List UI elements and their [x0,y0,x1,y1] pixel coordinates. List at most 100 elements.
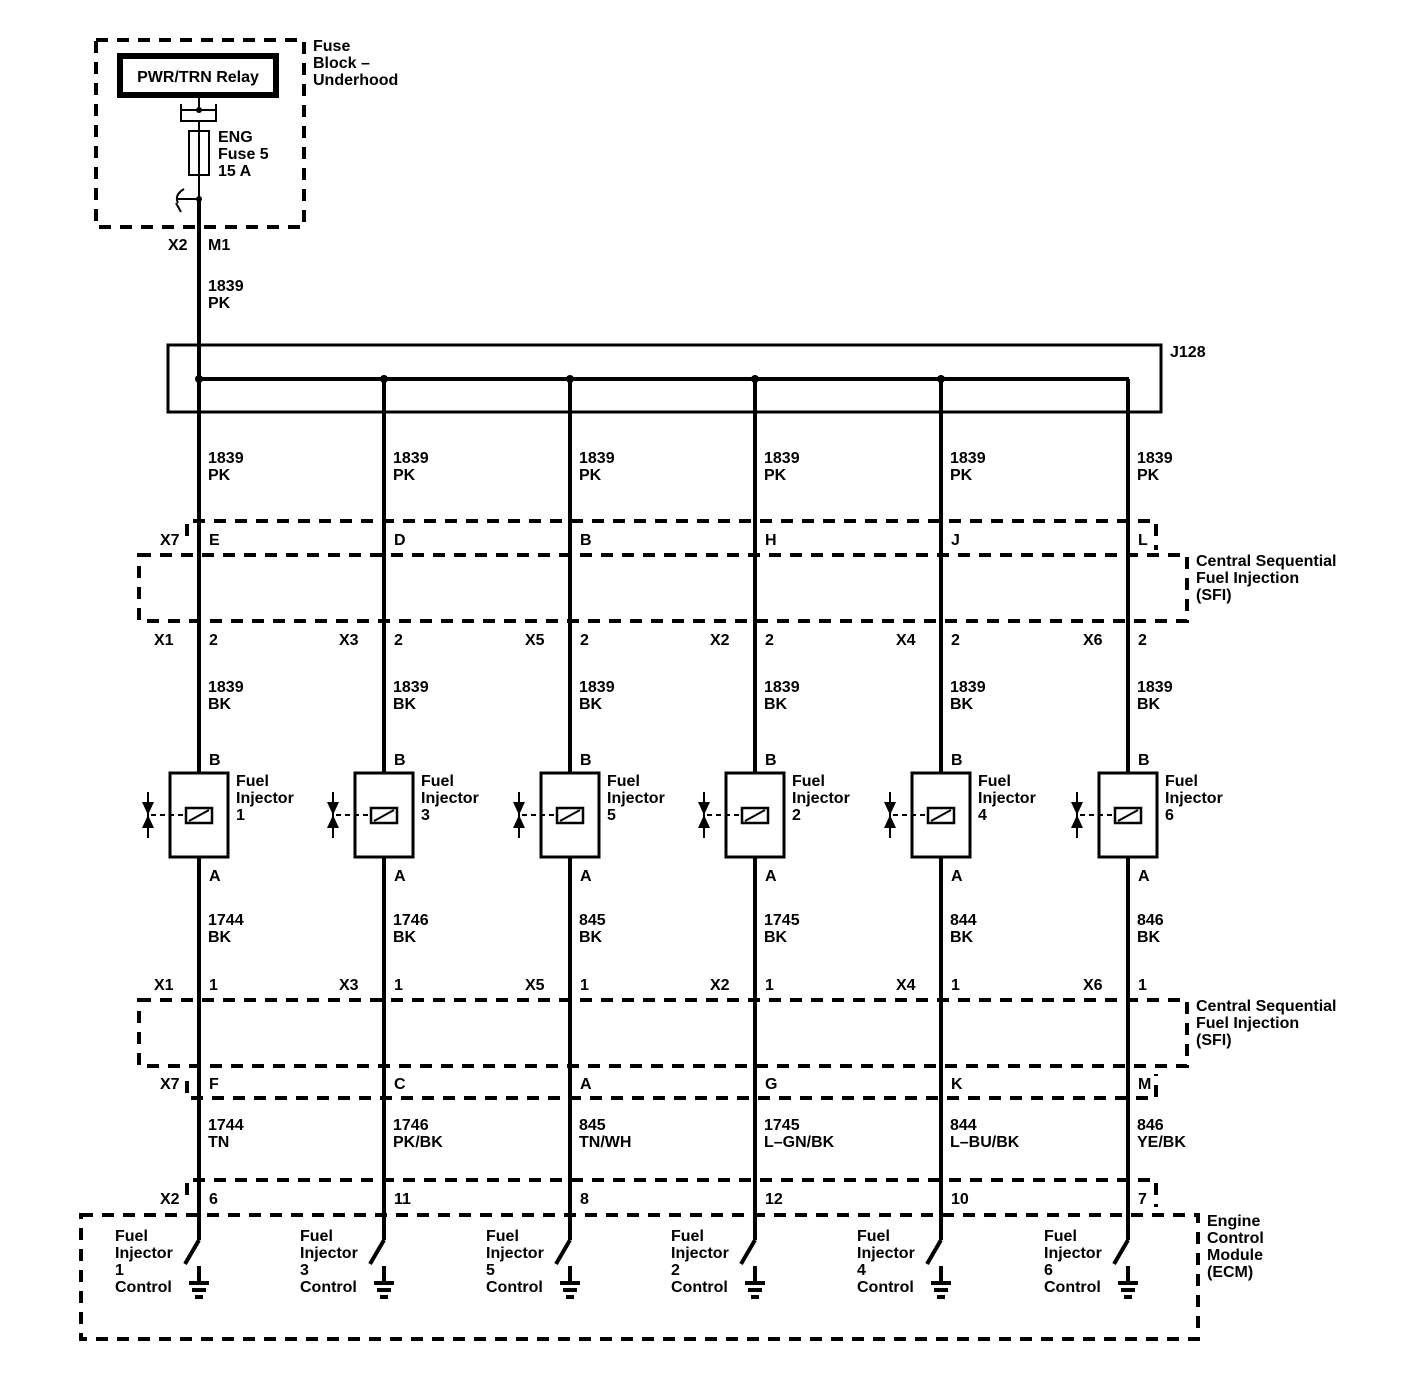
control-label-line-3: 5 [486,1262,495,1279]
fuse-block-label-line-1: Fuse [313,38,350,55]
ecm-label-line-2: Control [1207,1230,1264,1247]
fuse-label-line-2: Fuse 5 [218,146,269,163]
sfi-upper-label-line-3: (SFI) [1196,587,1232,604]
sfi-lower-label-line-3: (SFI) [1196,1032,1232,1049]
injector-label-line-3: 1 [236,807,245,824]
control-label-line-4: Control [115,1279,172,1296]
pwr-trn-relay [117,53,279,98]
injector-b-circuit: 1839 [393,679,429,696]
control-label-line-3: 3 [300,1262,309,1279]
injector-pin-b-label: B [394,752,406,769]
injector-pin-b-label: B [951,752,963,769]
x7-lower-pin: M [1138,1076,1151,1093]
ground-icon [745,1281,765,1299]
injector-connector: X3 [339,632,359,649]
splice-node [566,375,574,383]
injector-pin-a-label: A [765,868,777,885]
splice-node [380,375,388,383]
sfi-lower-label-line-1: Central Sequential [1196,998,1336,1015]
injector-a-color: BK [1137,929,1161,946]
connector-terminal-icon [175,188,185,213]
injector-lower-connector: X4 [896,977,916,994]
ground-icon [374,1281,394,1299]
injector-label-line-2: Injector [236,790,294,807]
splice-wire-circuit: 1839 [950,450,986,467]
ecm-wire-circuit: 1744 [208,1117,244,1134]
injector-connector: X2 [710,632,730,649]
injector-connector-pin-b: 2 [1138,632,1147,649]
splice-wire-circuit: 1839 [579,450,615,467]
injector-connector-pin-a: 1 [765,977,774,994]
injector-pin-b-label: B [580,752,592,769]
x7-upper-outline [185,519,1158,550]
control-label-line-1: Fuel [115,1228,148,1245]
injector-b-color: BK [208,696,232,713]
injector-lower-connector: X2 [710,977,730,994]
injector-pin-a-label: A [951,868,963,885]
ecm-wire-circuit: 1745 [764,1117,800,1134]
splice-wire-color: PK [1137,467,1160,484]
ecm-wire-circuit: 1746 [393,1117,429,1134]
sfi-lower-outline [137,998,1189,1068]
control-label-line-4: Control [857,1279,914,1296]
injector-connector-pin-b: 2 [951,632,960,649]
injector-a-color: BK [950,929,974,946]
ecm-outline [79,1213,1200,1341]
ecm-wire-color: PK/BK [393,1134,443,1151]
control-label-line-3: 2 [671,1262,680,1279]
splice-wire-circuit: 1839 [1137,450,1173,467]
ecm-wire-color: L–BU/BK [950,1134,1020,1151]
upper-sfi-harness: X7 Central Sequential Fuel Injection (SF… [137,519,1336,623]
injector-a-color: BK [208,929,232,946]
injector-connector-pin-a: 1 [209,977,218,994]
fuse-block-connector: X2 [168,237,188,254]
ecm-x2-outline [185,1178,1158,1207]
control-label-line-3: 4 [857,1262,866,1279]
ecm-pin: 11 [394,1191,411,1208]
control-label-line-3: 1 [115,1262,124,1279]
ground-icon [189,1281,209,1299]
injector-connector-pin-b: 2 [209,632,218,649]
ground-icon [560,1281,580,1299]
relay-label: PWR/TRN Relay [137,69,259,86]
relay-contact-icon [180,95,217,131]
ecm-driver-switch-icon [183,1238,201,1266]
injector-connector-pin-a: 1 [1138,977,1147,994]
ecm-wire-color: YE/BK [1137,1134,1186,1151]
x7-lower-pin: F [209,1076,219,1093]
ecm-wire-circuit: 846 [1137,1117,1164,1134]
splice-wire-color: PK [950,467,973,484]
fuse-block-outline [94,38,306,229]
injector-pin-b-label: B [209,752,221,769]
splice-pack-label: J128 [1170,344,1206,361]
injector-a-color: BK [764,929,788,946]
injector-connector-pin-a: 1 [394,977,403,994]
injector-connector-pin-b: 2 [394,632,403,649]
splice-pack-j128: J128 [166,343,1206,414]
control-label-line-1: Fuel [857,1228,890,1245]
ecm-driver-switch-icon [739,1238,757,1266]
injector-b-circuit: 1839 [1137,679,1173,696]
splice-wire-circuit: 1839 [764,450,800,467]
ecm-pin: 10 [951,1191,969,1208]
ecm-wire-circuit: 845 [579,1117,606,1134]
injector-pin-a-label: A [394,868,406,885]
control-label-line-1: Fuel [486,1228,519,1245]
control-label-line-2: Injector [1044,1245,1102,1262]
splice-wire-color: PK [393,467,416,484]
control-label-line-2: Injector [300,1245,358,1262]
x7-upper-pin: B [580,532,592,549]
ecm-driver-switch-icon [368,1238,386,1266]
ecm-driver-switch-icon [554,1238,572,1266]
injector-pin-b-label: B [1138,752,1150,769]
injector-lower-connector: X1 [154,977,174,994]
lower-sfi-harness: Central Sequential Fuel Injection (SFI) … [137,998,1336,1100]
injector-pin-b-label: B [765,752,777,769]
injector-connector-pin-a: 1 [580,977,589,994]
ecm-label-line-3: Module [1207,1247,1263,1264]
ground-icon [931,1281,951,1299]
injector-connector-pin-b: 2 [580,632,589,649]
ground-icon [1118,1281,1138,1299]
fuse-label-line-1: ENG [218,129,253,146]
